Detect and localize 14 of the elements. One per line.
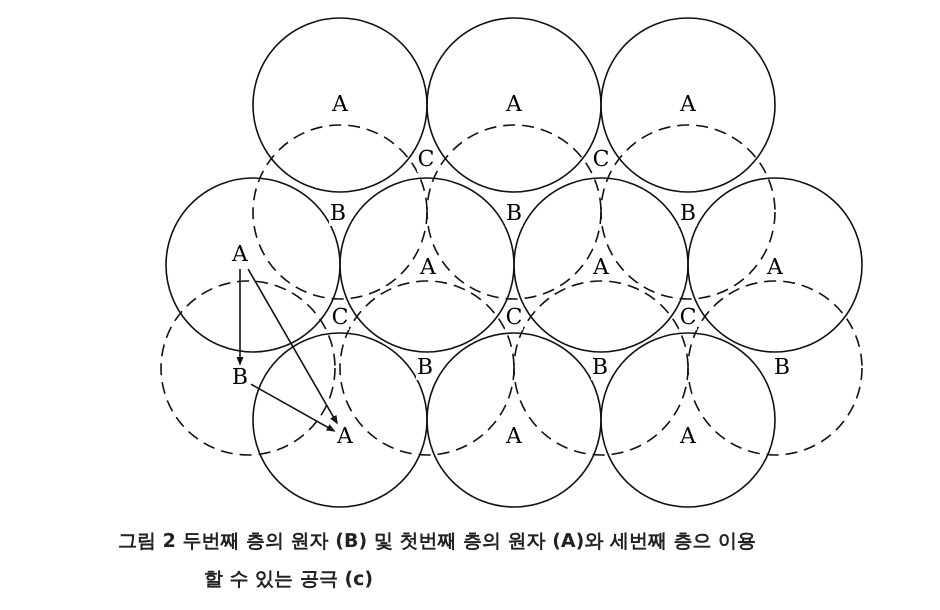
atom-letter: C: [331, 306, 349, 330]
arrow: [236, 269, 244, 366]
arrow: [250, 383, 336, 432]
atom-letter: B: [591, 356, 609, 380]
atom-letter: C: [505, 306, 523, 330]
arrow: [247, 268, 338, 425]
atom-letter: B: [505, 202, 523, 226]
atom-letter: C: [679, 306, 697, 330]
atom-letter: B: [679, 202, 697, 226]
atom-letter: C: [592, 148, 610, 172]
atom-letter: C: [417, 148, 435, 172]
figure-caption: 그림 2 두번째 층의 원자 (B) 및 첫번째 층의 원자 (A)와 세번째 층으 이용할 수 있는 공극 (c): [118, 529, 758, 592]
atom-letter: B: [416, 356, 434, 380]
atom-letter: B: [329, 202, 347, 226]
